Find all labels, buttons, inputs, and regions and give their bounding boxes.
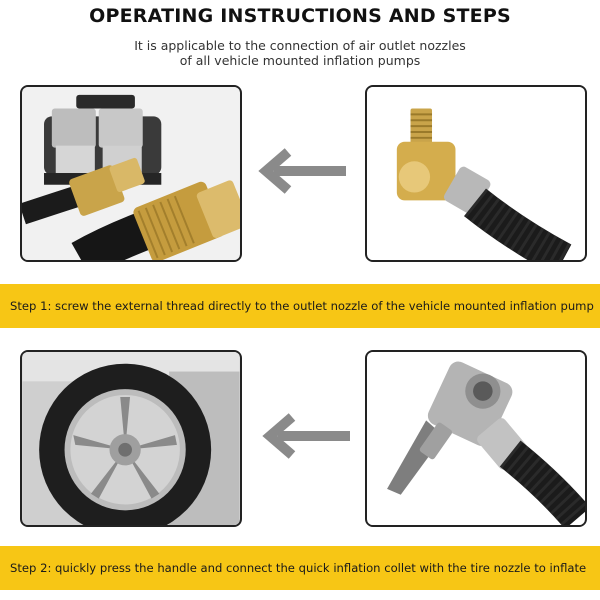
photo-brass-connector-hose [365,85,587,262]
wheel-illustration [22,352,240,525]
subtitle-line-2: of all vehicle mounted inflation pumps [179,53,421,68]
collet-illustration [367,352,585,525]
page-subtitle: It is applicable to the connection of ai… [0,38,600,68]
subtitle-line-1: It is applicable to the connection of ai… [134,38,466,53]
photo-pump-with-adapter [20,85,242,262]
photo-quick-inflation-collet [365,350,587,527]
connector-illustration [367,87,585,260]
step-1-banner: Step 1: screw the external thread direct… [0,284,600,328]
arrow-left-icon [258,148,346,194]
pump-illustration [22,87,240,260]
photo-car-wheel [20,350,242,527]
page-title: OPERATING INSTRUCTIONS AND STEPS [89,5,511,27]
arrow-left-icon [262,413,350,459]
step-2-banner: Step 2: quickly press the handle and con… [0,546,600,590]
